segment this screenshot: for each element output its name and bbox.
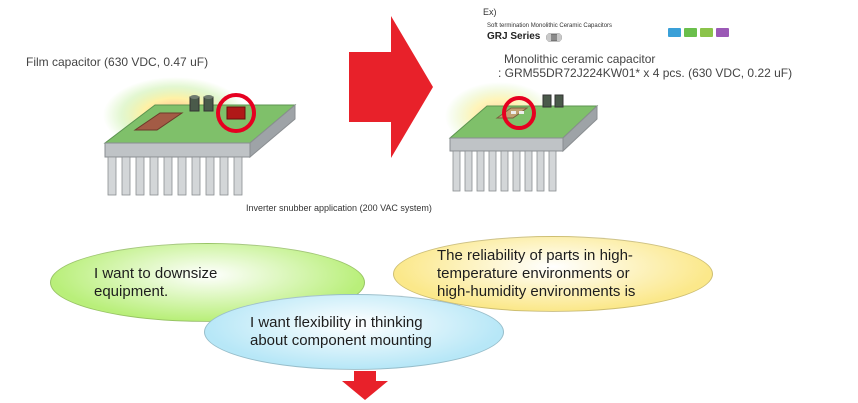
- downsize-line-1: I want to downsize: [94, 264, 218, 282]
- film-capacitor-label: Film capacitor (630 VDC, 0.47 uF): [26, 55, 209, 69]
- reliability-line-2: temperature environments or: [437, 265, 630, 282]
- mounting-line-2: about component mounting: [250, 332, 432, 349]
- badge-icon: [684, 28, 697, 37]
- highlight-ring-icon: [502, 96, 536, 130]
- ceramic-capacitor-label: Monolithic ceramic capacitor: [504, 52, 656, 66]
- reliability-line-3: high-humidity environments is: [437, 283, 636, 300]
- capacitor-chip-icon: [546, 29, 562, 42]
- highlight-ring-icon: [216, 93, 256, 133]
- application-caption: Inverter snubber application (200 VAC sy…: [246, 203, 432, 213]
- product-series-name: GRJ Series: [487, 31, 541, 42]
- badge-icon: [700, 28, 713, 37]
- reliability-bubble: The reliability of parts in high- temper…: [393, 236, 713, 312]
- badge-icon: [668, 28, 681, 37]
- ceramic-capacitor-heatsink-illustration: [445, 82, 599, 192]
- reliability-line-1: The reliability of parts in high-: [437, 247, 633, 264]
- film-capacitor-heatsink-illustration: [103, 77, 297, 196]
- right-arrow-icon: [349, 16, 433, 158]
- product-badges: [668, 24, 732, 42]
- example-tag: Ex): [483, 7, 497, 17]
- product-subtitle: Soft termination Monolithic Ceramic Capa…: [487, 23, 613, 29]
- ceramic-capacitor-part-label: : GRM55DR72J224KW01* x 4 pcs. (630 VDC, …: [498, 66, 793, 80]
- down-arrow-icon: [342, 371, 388, 400]
- downsize-line-2: equipment.: [94, 282, 169, 300]
- mounting-bubble: I want flexibility in thinking about com…: [204, 294, 504, 370]
- mounting-line-1: I want flexibility in thinking: [250, 314, 423, 331]
- badge-icon: [716, 28, 729, 37]
